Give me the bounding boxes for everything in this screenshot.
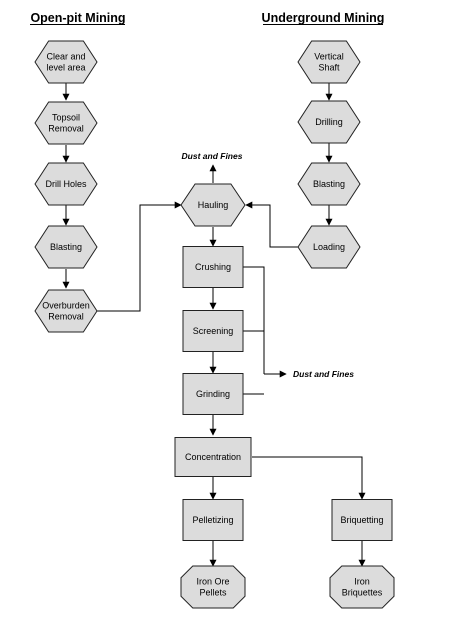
node-grinding-label: Grinding [196,389,230,399]
node-overburden-removal-label: Removal [48,312,84,322]
node-underground-blasting-shape [297,162,361,206]
dust-and-fines-note-side: Dust and Fines [293,369,354,379]
node-open-pit-blasting-label: Blasting [50,242,82,252]
node-vertical-shaft-shape [297,40,361,84]
underground-heading: Underground Mining [262,11,385,25]
node-concentration-shape [174,437,252,477]
node-drill-holes-label: Drill Holes [45,179,87,189]
node-concentration-label: Concentration [185,452,241,462]
node-grinding: Grinding [182,373,244,415]
node-crushing-label: Crushing [195,262,231,272]
node-iron-ore-pellets-shape [180,565,246,609]
node-drill-holes: Drill Holes [34,162,98,206]
node-drilling-label: Drilling [315,117,343,127]
node-topsoil-removal-shape [34,101,98,145]
node-loading: Loading [297,225,361,269]
node-topsoil-removal-label: Topsoil [52,113,80,123]
dust-and-fines-note-top: Dust and Fines [182,151,243,161]
node-screening: Screening [182,310,244,352]
node-underground-blasting-label: Blasting [313,179,345,189]
node-hauling: Hauling [180,183,246,227]
node-loading-shape [297,225,361,269]
dust-bracket-vertical [243,266,265,374]
node-clear-and-level-area-shape [34,40,98,84]
node-iron-ore-pellets-label: Iron Ore [196,577,229,587]
node-crushing: Crushing [182,246,244,288]
node-clear-and-level-area-label: Clear and [46,52,85,62]
node-clear-and-level-area-label: level area [46,63,85,73]
node-iron-briquettes-label: Iron [354,577,370,587]
node-iron-briquettes-shape [329,565,395,609]
node-pelletizing: Pelletizing [182,499,244,541]
node-pelletizing-shape [182,499,244,541]
node-briquetting: Briquetting [331,499,393,541]
node-drilling: Drilling [297,100,361,144]
node-open-pit-blasting-shape [34,225,98,269]
arrow-concentration-to-briquetting [252,456,366,500]
node-screening-label: Screening [193,326,234,336]
node-briquetting-label: Briquetting [340,515,383,525]
node-open-pit-blasting: Blasting [34,225,98,269]
node-screening-shape [182,310,244,352]
node-iron-briquettes-label: Briquettes [342,588,383,598]
arrow-loading-to-hauling [245,201,298,248]
node-hauling-label: Hauling [198,200,229,210]
node-drilling-shape [297,100,361,144]
node-vertical-shaft-label: Vertical [314,52,344,62]
connectors [62,83,366,567]
node-hauling-shape [180,183,246,227]
node-briquetting-shape [331,499,393,541]
arrow-overburden-to-hauling [97,201,182,312]
node-vertical-shaft-label: Shaft [318,63,340,73]
node-concentration: Concentration [174,437,252,477]
node-iron-ore-pellets-label: Pellets [199,588,227,598]
node-pelletizing-label: Pelletizing [192,515,233,525]
node-drill-holes-shape [34,162,98,206]
node-overburden-removal-label: Overburden [42,301,90,311]
node-grinding-shape [182,373,244,415]
node-underground-blasting: Blasting [297,162,361,206]
node-topsoil-removal-label: Removal [48,124,84,134]
node-crushing-shape [182,246,244,288]
open-pit-heading: Open-pit Mining [30,11,125,25]
node-loading-label: Loading [313,242,345,252]
node-overburden-removal-shape [34,289,98,333]
